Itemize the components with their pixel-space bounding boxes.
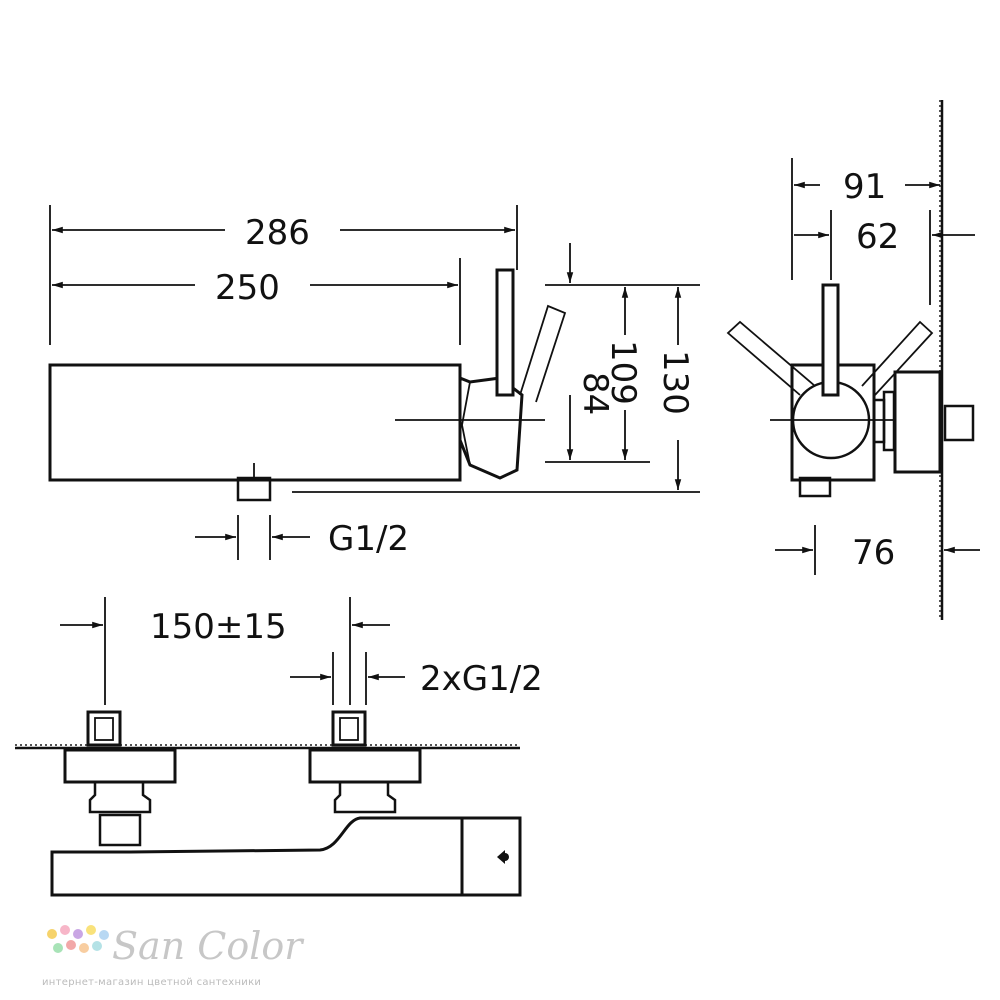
dim-mid-height: 109: [603, 340, 643, 405]
dim-inlets: 2xG1/2: [420, 659, 543, 699]
dim-centre-distance: 150±15: [150, 607, 287, 647]
top-view: 150±15 2xG1/2: [15, 597, 543, 897]
mixer-body: [48, 363, 462, 482]
sancolor-logo: [47, 925, 109, 953]
side-view: 91 62 76: [726, 100, 980, 620]
logo-tagline: интернет-магазин цветной сантехники: [42, 977, 262, 988]
dim-body-length: 250: [215, 268, 280, 308]
front-view: 286 250 84 109 130: [48, 205, 700, 560]
lever: [495, 268, 515, 397]
dim-side-depth-total: 91: [843, 167, 886, 207]
logo-name: San Color: [112, 924, 303, 968]
dim-lever-height: 84: [575, 372, 615, 415]
dim-side-depth-bottom: 76: [852, 533, 895, 573]
dim-overall-length: 286: [245, 213, 310, 253]
dim-side-depth-body: 62: [856, 217, 899, 257]
dim-total-height: 130: [655, 350, 695, 415]
top-body: [50, 816, 522, 897]
dim-connection: G1/2: [328, 519, 409, 559]
